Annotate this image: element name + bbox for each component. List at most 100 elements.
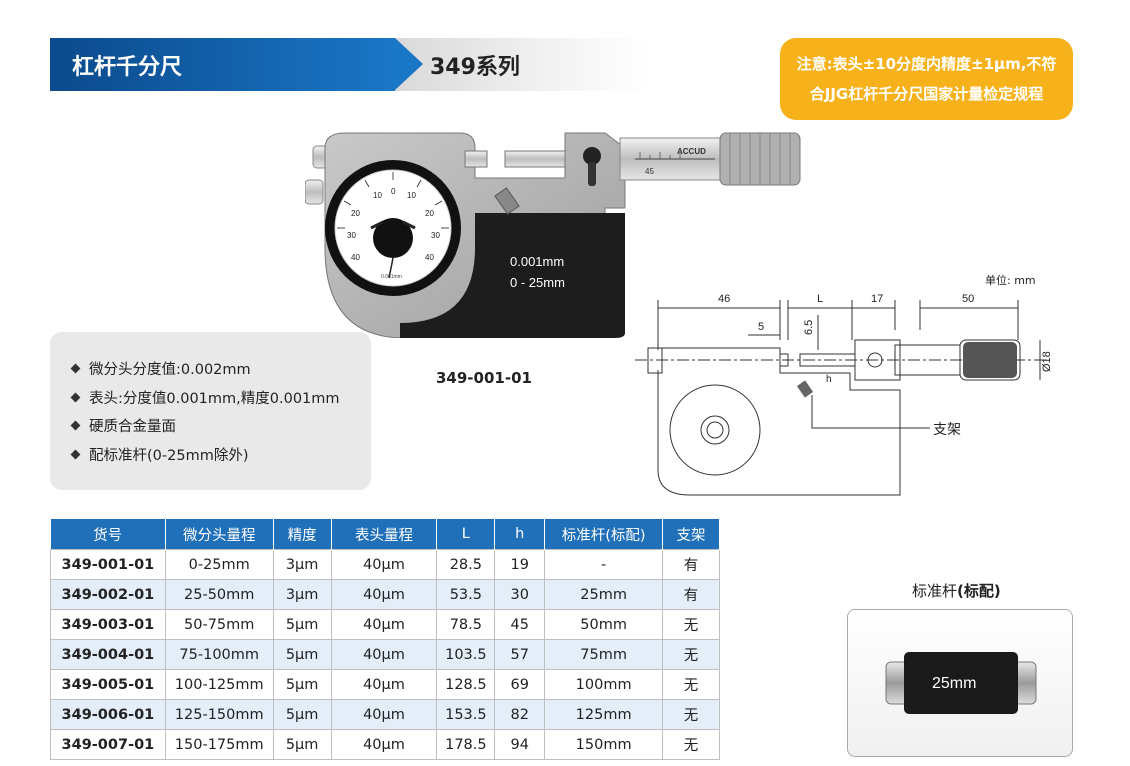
table-cell: 40μm xyxy=(330,729,438,760)
column-header: 支架 xyxy=(662,519,720,550)
diamond-bullet-icon xyxy=(70,392,81,402)
table-cell: 40μm xyxy=(330,639,438,670)
table-cell: 128.5 xyxy=(436,669,496,700)
table-cell: 无 xyxy=(662,699,720,730)
table-cell: 25-50mm xyxy=(164,579,274,610)
thimble-number-45: 45 xyxy=(645,167,654,176)
diamond-bullet-icon xyxy=(70,363,81,374)
table-cell: 30 xyxy=(494,579,546,610)
standard-bar-label: 标准杆(标配) xyxy=(912,580,1001,601)
product-code-cell: 349-001-01 xyxy=(50,549,166,580)
dial-number-10-right: 10 xyxy=(407,191,416,200)
feature-item: 硬质合金量面 xyxy=(70,413,371,442)
column-header: 精度 xyxy=(273,519,332,550)
dim-6-5: 6.5 xyxy=(803,320,815,335)
dim-L: L xyxy=(817,293,823,305)
feature-item: 配标准杆(0-25mm除外) xyxy=(70,442,371,471)
series-title: 349系列 xyxy=(430,55,520,80)
feature-text: 表头:分度值0.001mm,精度0.001mm xyxy=(89,390,340,407)
column-header: L xyxy=(436,519,496,550)
unit-label: 单位: mm xyxy=(985,274,1036,287)
product-image: ACCUD 45 10 0 10 20 30 40 20 30 40 0.001… xyxy=(305,132,801,338)
page-title: 杠杆千分尺 xyxy=(72,55,183,80)
product-code-cell: 349-003-01 xyxy=(50,609,166,640)
table-cell: 无 xyxy=(662,609,720,640)
table-cell: 无 xyxy=(662,639,720,670)
column-header: h xyxy=(494,519,546,550)
table-cell: 50mm xyxy=(544,609,664,640)
column-header: 标准杆(标配) xyxy=(544,519,664,550)
table-cell: 19 xyxy=(494,549,546,580)
product-code-cell: 349-006-01 xyxy=(50,699,166,730)
dim-5: 5 xyxy=(758,321,764,333)
dial-number-10-left: 10 xyxy=(373,191,382,200)
diamond-bullet-icon xyxy=(70,449,81,459)
product-model-label: 349-001-01 xyxy=(436,369,532,387)
column-header: 微分头量程 xyxy=(165,519,274,550)
dial-unit-text: 0.001mm xyxy=(381,274,402,280)
table-cell: 82 xyxy=(494,699,546,730)
table-cell: 150mm xyxy=(544,729,664,760)
table-cell: 无 xyxy=(662,729,720,760)
dial-number-30-right: 30 xyxy=(431,231,440,240)
banner-arrow xyxy=(395,38,423,90)
dim-diameter-18: Ø18 xyxy=(1041,351,1053,372)
product-code-cell: 349-005-01 xyxy=(50,669,166,700)
table-cell: 57 xyxy=(494,639,546,670)
technical-drawing: 46 L 17 50 5 6.5 h Ø18 支架 xyxy=(635,293,1053,496)
header-banner: 杠杆千分尺 349系列 xyxy=(50,38,650,91)
table-cell: 40μm xyxy=(330,579,438,610)
table-cell: 125mm xyxy=(544,699,664,730)
table-cell: 40μm xyxy=(330,549,438,580)
standard-bar-image-box: 25mm xyxy=(847,609,1073,757)
table-cell: 178.5 xyxy=(436,729,496,760)
table-cell: 5μm xyxy=(272,639,332,670)
table-cell: 94 xyxy=(494,729,546,760)
column-header: 表头量程 xyxy=(331,519,438,550)
features-box: 微分头分度值:0.002mm 表头:分度值0.001mm,精度0.001mm 硬… xyxy=(50,332,371,490)
standard-bar-label-bold: (标配) xyxy=(957,582,1001,600)
table-cell: 40μm xyxy=(330,609,438,640)
table-cell: 5μm xyxy=(272,609,332,640)
dim-h: h xyxy=(826,374,832,385)
features-list: 微分头分度值:0.002mm 表头:分度值0.001mm,精度0.001mm 硬… xyxy=(50,332,371,470)
product-code-cell: 349-007-01 xyxy=(50,729,166,760)
table-cell: 125-150mm xyxy=(164,699,274,730)
dial-number-30-left: 30 xyxy=(347,231,356,240)
notice-line-2: 合JJG杠杆千分尺国家计量检定规程 xyxy=(809,85,1044,103)
table-cell: 有 xyxy=(662,549,720,580)
table-cell: 45 xyxy=(494,609,546,640)
table-cell: 5μm xyxy=(272,669,332,700)
standard-bar-label-text: 标准杆 xyxy=(912,582,958,600)
table-cell: 3μm xyxy=(272,549,332,580)
feature-text: 微分头分度值:0.002mm xyxy=(89,362,251,378)
table-cell: - xyxy=(544,549,664,580)
brand-text: ACCUD xyxy=(677,147,706,156)
notice-line-1: 注意:表头±10分度内精度±1μm,不符 xyxy=(796,55,1057,73)
resolution-text: 0.001mm xyxy=(510,254,564,269)
dim-50: 50 xyxy=(962,293,974,305)
dial-number-20-left: 20 xyxy=(351,209,360,218)
table-cell: 28.5 xyxy=(436,549,496,580)
table-cell: 100mm xyxy=(544,669,664,700)
table-cell: 75-100mm xyxy=(164,639,274,670)
column-header: 货号 xyxy=(50,519,166,550)
standard-bar-image: 25mm xyxy=(885,652,1037,714)
banner-blue-band xyxy=(50,38,395,91)
dial-number-40-right: 40 xyxy=(425,253,434,262)
table-cell: 0-25mm xyxy=(164,549,274,580)
range-text: 0 - 25mm xyxy=(510,275,565,290)
table-cell: 78.5 xyxy=(436,609,496,640)
table-cell: 53.5 xyxy=(436,579,496,610)
table-cell: 40μm xyxy=(330,699,438,730)
accuracy-notice: 注意:表头±10分度内精度±1μm,不符 合JJG杠杆千分尺国家计量检定规程 xyxy=(780,38,1073,120)
